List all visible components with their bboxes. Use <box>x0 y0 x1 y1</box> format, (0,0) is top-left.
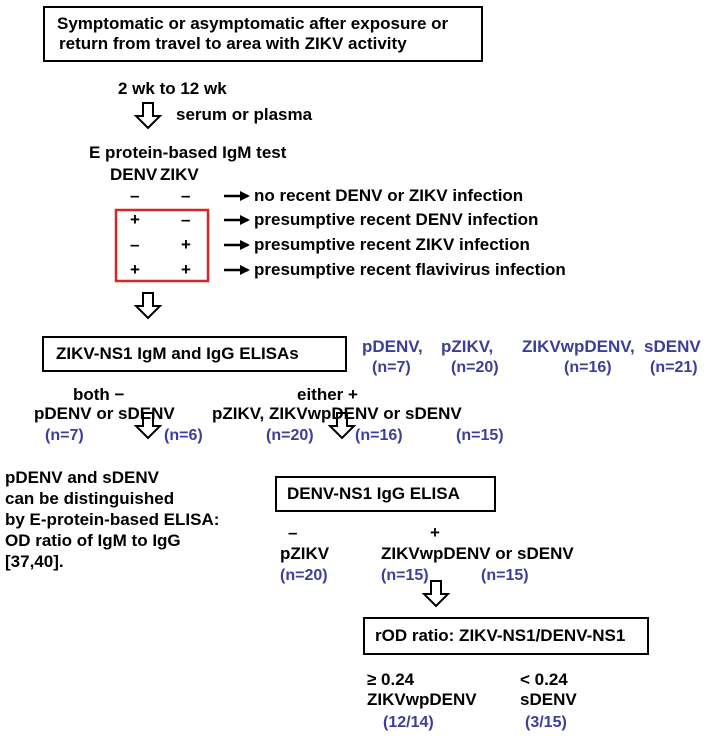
rod-low-group: sDENV <box>520 690 577 709</box>
branch-pos-label: either + <box>297 385 358 404</box>
rod-high-group: ZIKVwpDENV <box>367 690 477 709</box>
branch-neg-label: both − <box>73 385 125 404</box>
rod-high-threshold: ≥ 0.24 <box>367 670 415 689</box>
igm-row4-denv: + <box>130 260 140 279</box>
entry-criteria-line1: Symptomatic or asymptomatic after exposu… <box>57 14 449 33</box>
branch-neg-groups: pDENV or sDENV <box>34 404 175 423</box>
rod-low-n: (3/15) <box>525 714 567 731</box>
group-pdenv-n: (n=7) <box>372 359 411 376</box>
igm-row4-result: presumptive recent flavivirus infection <box>254 260 566 279</box>
zikv-ns1-box: ZIKV-NS1 IgM and IgG ELISAs <box>42 336 347 372</box>
igm-col-zikv: ZIKV <box>160 165 199 184</box>
group-zikvwpdenv: ZIKVwpDENV, <box>522 337 635 356</box>
entry-criteria-box: Symptomatic or asymptomatic after exposu… <box>43 6 483 62</box>
denv-ns1-label: DENV-NS1 IgG ELISA <box>287 484 460 503</box>
rod-high-n: (12/14) <box>383 714 434 731</box>
rod-ratio-box: rOD ratio: ZIKV-NS1/DENV-NS1 <box>363 617 649 655</box>
igm-row2-denv: + <box>130 210 140 229</box>
denv-neg-sign: – <box>288 523 298 542</box>
positive-highlight-box <box>114 208 210 283</box>
igm-row3-zikv: + <box>181 235 191 254</box>
igm-row2-result: presumptive recent DENV infection <box>254 210 539 229</box>
down-arrow-4 <box>327 412 357 440</box>
branch-pos-n1: (n=20) <box>266 427 314 444</box>
note-line2: can be distinguished <box>5 489 175 508</box>
denv-pos-sign: + <box>430 523 440 542</box>
denv-neg-group: pZIKV <box>280 544 330 563</box>
igm-row3-denv: – <box>130 235 140 254</box>
igm-row2-zikv: – <box>181 210 191 229</box>
branch-pos-n3: (n=15) <box>456 427 504 444</box>
denv-pos-group: ZIKVwpDENV or sDENV <box>381 544 574 563</box>
group-sdenv: sDENV <box>644 337 701 356</box>
down-arrow-1 <box>133 102 163 130</box>
group-pzikv-n: (n=20) <box>451 359 499 376</box>
entry-criteria-line2: return from travel to area with ZIKV act… <box>59 34 407 53</box>
branch-pos-groups: pZIKV, ZIKVwpDENV or sDENV <box>212 404 462 423</box>
branch-neg-n1: (n=7) <box>45 427 84 444</box>
igm-row3-result: presumptive recent ZIKV infection <box>254 235 530 254</box>
igm-row1-result: no recent DENV or ZIKV infection <box>254 186 524 205</box>
denv-pos-n1: (n=15) <box>381 567 429 584</box>
rod-ratio-label: rOD ratio: ZIKV-NS1/DENV-NS1 <box>375 626 626 645</box>
note-line3: by E-protein-based ELISA: <box>5 510 220 529</box>
zikv-ns1-label: ZIKV-NS1 IgM and IgG ELISAs <box>56 344 299 363</box>
igm-row4-zikv: + <box>181 260 191 279</box>
igm-row1-zikv: – <box>181 186 191 205</box>
rod-low-threshold: < 0.24 <box>520 670 568 689</box>
denv-pos-n2: (n=15) <box>481 567 529 584</box>
branch-neg-n2: (n=6) <box>164 427 203 444</box>
igm-row1-denv: – <box>130 186 140 205</box>
branch-pos-n2: (n=16) <box>355 427 403 444</box>
down-arrow-5 <box>421 580 451 608</box>
note-line5: [37,40]. <box>5 552 64 571</box>
denv-ns1-box: DENV-NS1 IgG ELISA <box>275 476 496 512</box>
group-pdenv: pDENV, <box>362 337 423 356</box>
group-pzikv: pZIKV, <box>441 337 494 356</box>
igm-test-title: E protein-based IgM test <box>89 143 287 162</box>
down-arrow-2 <box>133 292 163 320</box>
timing-label: 2 wk to 12 wk <box>118 79 227 98</box>
note-line4: OD ratio of IgM to IgG <box>5 531 181 550</box>
denv-neg-n: (n=20) <box>280 567 328 584</box>
group-sdenv-n: (n=21) <box>650 359 698 376</box>
group-zikvwpdenv-n: (n=16) <box>564 359 612 376</box>
down-arrow-3 <box>133 412 163 440</box>
igm-col-denv: DENV <box>110 165 158 184</box>
sample-label: serum or plasma <box>176 105 313 124</box>
note-line1: pDENV and sDENV <box>5 468 159 487</box>
